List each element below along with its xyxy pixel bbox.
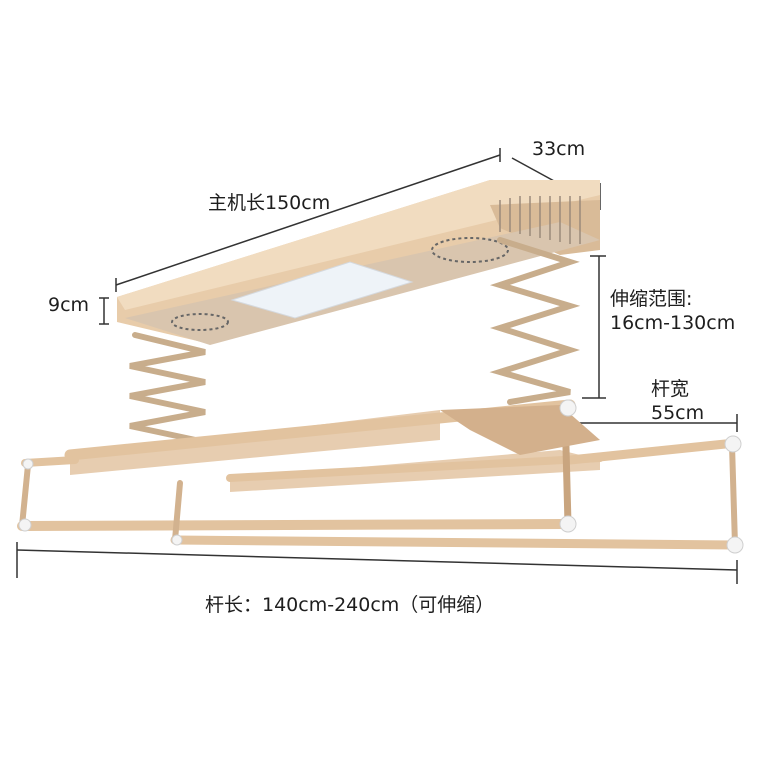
scissor-arm-right: [489, 237, 581, 405]
fan-vent-left: [171, 313, 229, 331]
depth-label: 33cm: [532, 138, 586, 160]
main-housing: [117, 180, 600, 345]
height-label: 9cm: [48, 294, 90, 316]
vent-grille: [499, 196, 581, 244]
lift-range-value: 16cm-130cm: [610, 312, 736, 334]
led-light-panel: [230, 261, 414, 319]
rod-length-label: 杆长：140cm-240cm（可伸缩）: [205, 594, 495, 616]
scissor-arm-left: [129, 332, 206, 451]
fan-vent-right: [431, 237, 509, 263]
main-length-label: 主机长150cm: [208, 192, 331, 214]
rod-width-title: 杆宽: [651, 378, 690, 400]
rod-width-value: 55cm: [651, 402, 705, 424]
lift-range-title: 伸缩范围:: [610, 288, 693, 310]
end-caps: [18, 399, 744, 554]
dimension-lines: [16, 148, 738, 584]
drying-rods: [17, 399, 740, 550]
